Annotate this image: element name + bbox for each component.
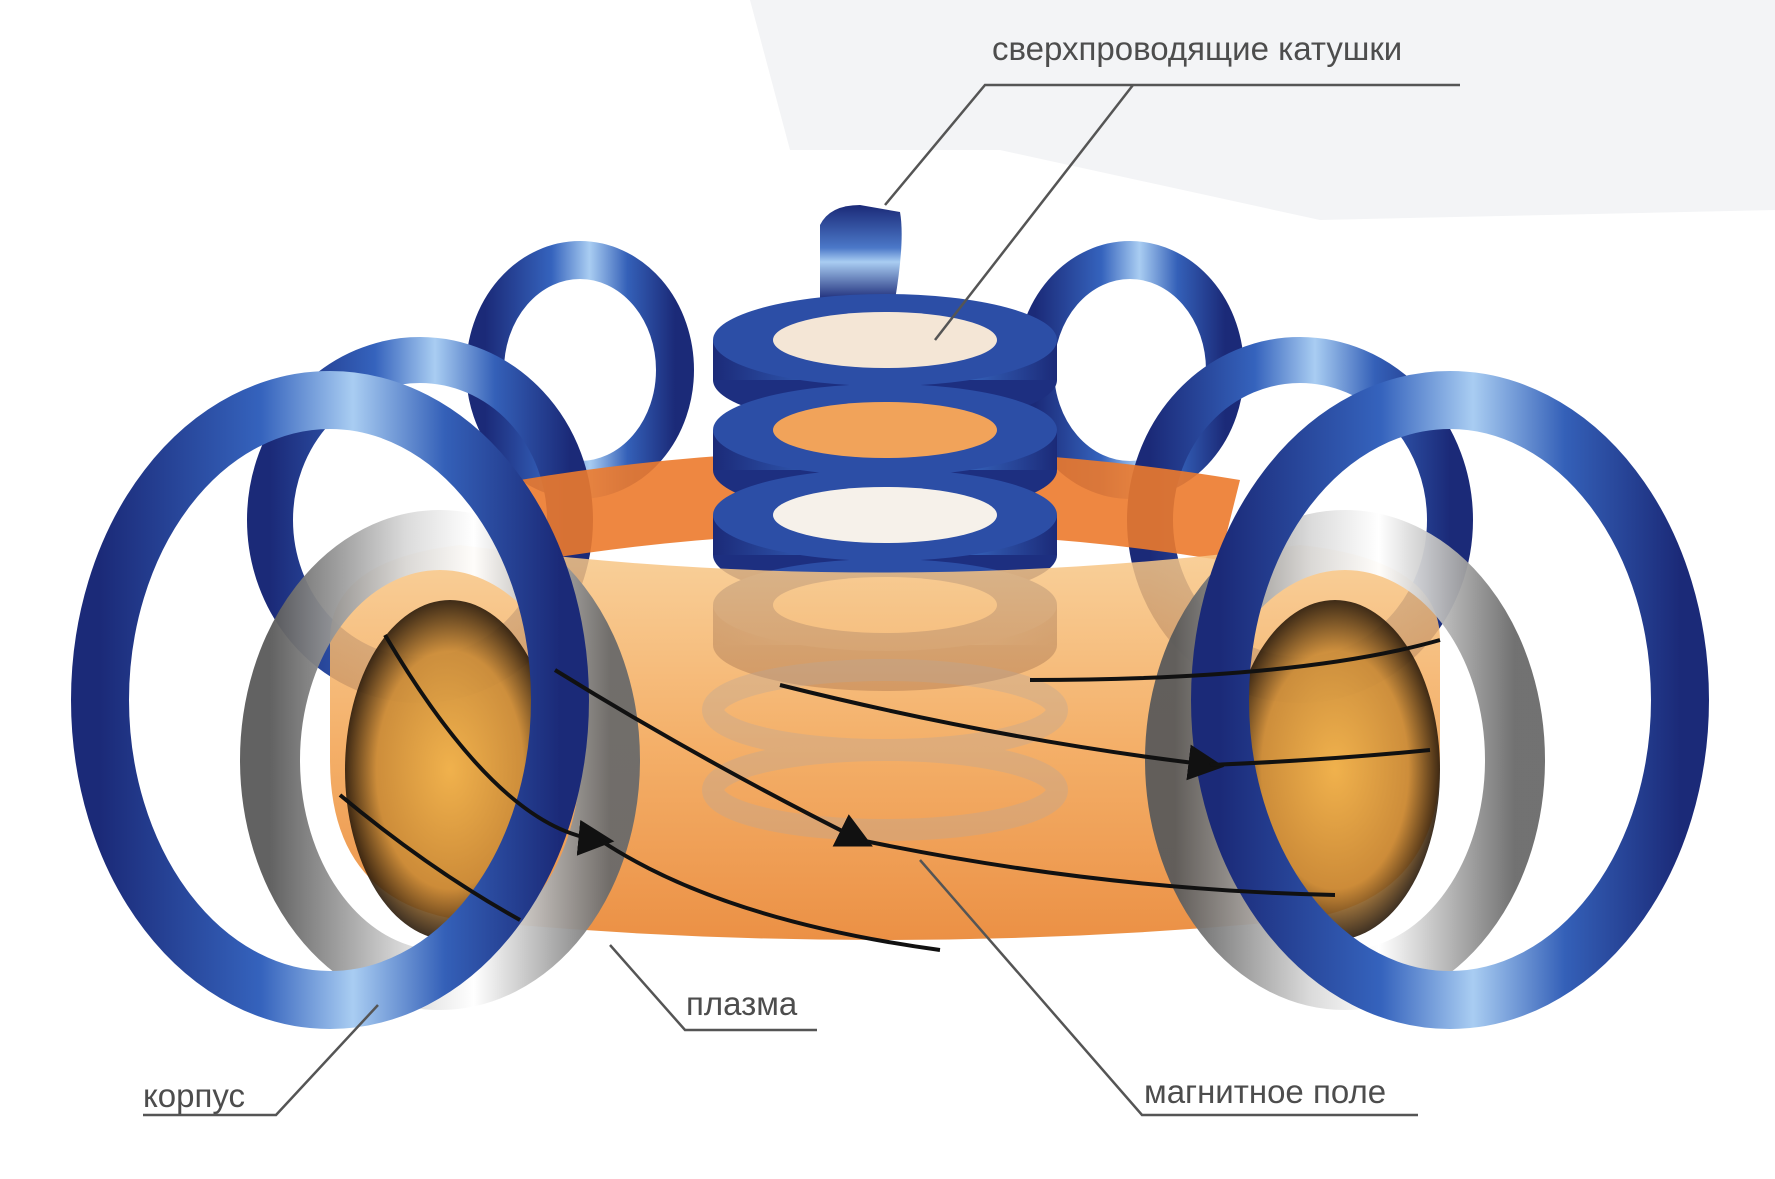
leader-body — [143, 1004, 379, 1117]
field-line-1 — [383, 633, 615, 856]
leader-field — [919, 859, 1418, 1117]
front-coils — [71, 371, 1709, 1029]
field-line-3 — [779, 683, 1225, 781]
field-line-2 — [553, 668, 873, 847]
label-superconducting-coils: сверхпроводящие катушки — [992, 30, 1403, 67]
background-shade — [750, 0, 1775, 220]
label-vessel-body: корпус — [143, 1077, 246, 1114]
magnetic-field-lines — [338, 633, 1441, 952]
label-magnetic-field: магнитное поле — [1144, 1073, 1387, 1110]
solenoid-reflection — [702, 659, 1068, 841]
leader-plasma — [609, 944, 817, 1032]
leader-lines — [143, 83, 1460, 1117]
leader-coils — [884, 83, 1460, 206]
label-plasma: плазма — [686, 985, 798, 1022]
